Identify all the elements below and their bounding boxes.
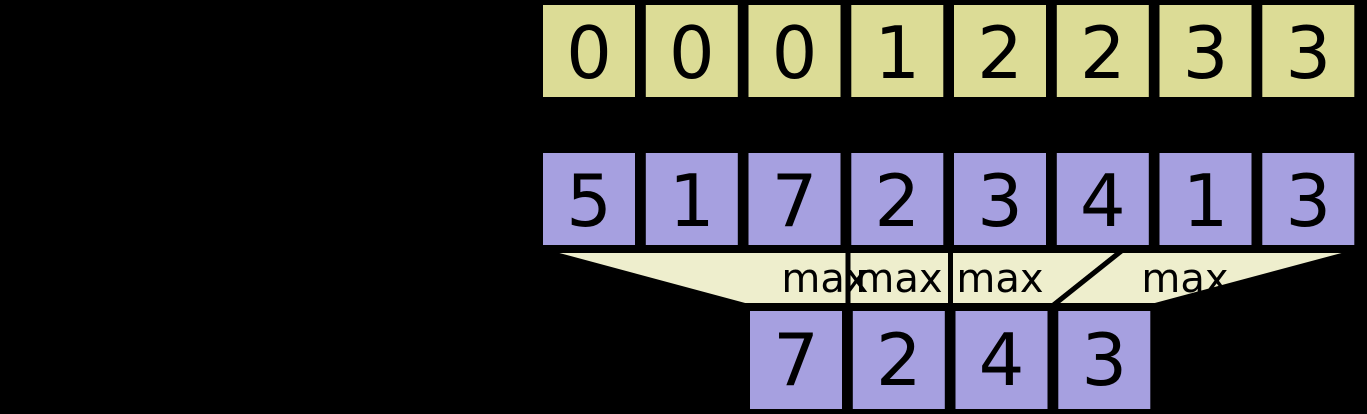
index-cell bbox=[743, 0, 846, 102]
max-connector-group: max max max max bbox=[539, 248, 1362, 308]
index-row-group: 0 0 0 1 2 2 3 3 bbox=[538, 0, 1360, 102]
index-cell-value: 3 bbox=[1183, 11, 1229, 95]
index-cell-value: 0 bbox=[566, 11, 612, 95]
input-cell bbox=[1051, 148, 1154, 250]
index-cell bbox=[640, 0, 743, 102]
input-cell-value: 1 bbox=[1183, 159, 1229, 243]
input-cell-value: 4 bbox=[1080, 159, 1126, 243]
index-cell-value: 3 bbox=[1285, 11, 1331, 95]
output-cell-value: 4 bbox=[979, 318, 1025, 402]
max-label-2: max bbox=[855, 256, 942, 302]
output-cell bbox=[950, 306, 1053, 414]
output-cell-value: 2 bbox=[876, 318, 922, 402]
index-cell-value: 1 bbox=[874, 11, 920, 95]
max-label-1: max bbox=[781, 256, 868, 302]
index-cell-value: 2 bbox=[977, 11, 1023, 95]
input-cell bbox=[640, 148, 743, 250]
index-cell bbox=[1051, 0, 1154, 102]
index-cell bbox=[1257, 0, 1360, 102]
index-cell-value: 2 bbox=[1080, 11, 1126, 95]
index-cell-value: 0 bbox=[772, 11, 818, 95]
input-cell-value: 5 bbox=[566, 159, 612, 243]
index-cell bbox=[538, 0, 640, 102]
input-cell bbox=[743, 148, 846, 250]
output-row-group: 7 2 4 3 bbox=[745, 306, 1156, 414]
input-cell-value: 3 bbox=[1285, 159, 1331, 243]
input-cell-value: 2 bbox=[874, 159, 920, 243]
output-cell bbox=[847, 306, 950, 414]
input-cell bbox=[1154, 148, 1257, 250]
output-cell-value: 3 bbox=[1081, 318, 1127, 402]
max-label-4: max bbox=[1141, 256, 1228, 302]
input-cell bbox=[1257, 148, 1360, 250]
output-cell-value: 7 bbox=[773, 318, 819, 402]
input-cell bbox=[949, 148, 1051, 250]
index-cell-value: 0 bbox=[669, 11, 715, 95]
output-cell bbox=[745, 306, 847, 414]
input-row-group: 5 1 7 2 3 4 1 3 bbox=[538, 148, 1360, 250]
output-cell bbox=[1053, 306, 1156, 414]
input-cell bbox=[538, 148, 640, 250]
max-label-3: max bbox=[956, 256, 1043, 302]
input-cell-value: 7 bbox=[772, 159, 818, 243]
max-connector-shape-4 bbox=[1045, 248, 1362, 308]
input-cell-value: 1 bbox=[669, 159, 715, 243]
index-cell bbox=[1154, 0, 1257, 102]
index-cell bbox=[846, 0, 949, 102]
index-cell bbox=[949, 0, 1051, 102]
input-cell-value: 3 bbox=[977, 159, 1023, 243]
input-cell bbox=[846, 148, 949, 250]
